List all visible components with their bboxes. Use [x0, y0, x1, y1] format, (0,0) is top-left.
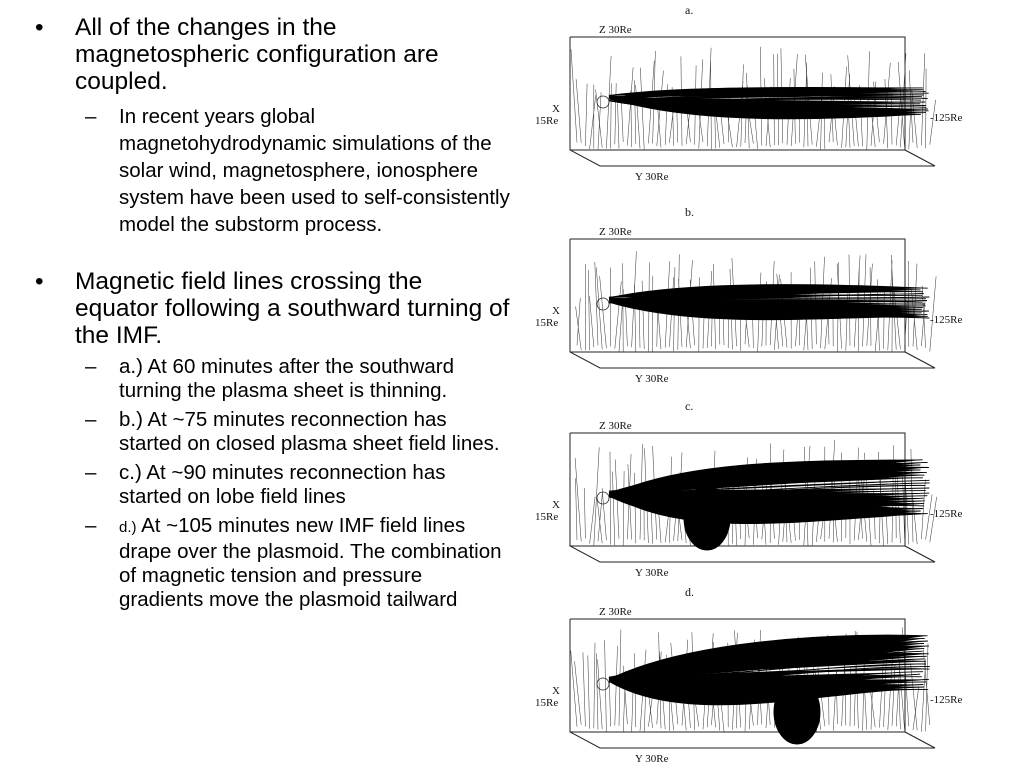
- tail-extent-label: -125Re: [930, 694, 963, 706]
- panel-label: d.: [685, 585, 694, 599]
- z-axis-label: Z 30Re: [599, 606, 632, 618]
- x-axis-label: X: [552, 685, 560, 697]
- z-axis-label: Z 30Re: [599, 24, 632, 36]
- x-axis-label: X: [552, 103, 560, 115]
- bullet-text: Magnetic field lines crossing the equato…: [75, 268, 510, 349]
- dash-mark: –: [85, 408, 97, 431]
- sub-bullet-c: – c.) At ~90 minutes reconnection has st…: [30, 461, 510, 509]
- x-extent-label: 15Re: [535, 511, 558, 523]
- sub-bullet-d: – d.) At ~105 minutes new IMF field line…: [30, 514, 510, 612]
- panel-label: b.: [685, 205, 694, 219]
- x-axis-label: X: [552, 305, 560, 317]
- sub-bullet-prefix: d.): [119, 519, 137, 536]
- sub-bullet-text: In recent years global magnetohydrodynam…: [119, 105, 510, 236]
- tail-extent-label: -125Re: [930, 314, 963, 326]
- y-axis-label: Y 30Re: [635, 171, 669, 183]
- x-extent-label: 15Re: [535, 697, 558, 709]
- z-axis-label: Z 30Re: [599, 226, 632, 238]
- tail-extent-label: -125Re: [930, 112, 963, 124]
- tail-extent-label: -125Re: [930, 508, 963, 520]
- sub-bullet-text: b.) At ~75 minutes reconnection has star…: [119, 408, 500, 455]
- dash-mark: –: [85, 105, 97, 128]
- bullet-field-lines: • Magnetic field lines crossing the equa…: [30, 268, 510, 349]
- x-extent-label: 15Re: [535, 115, 558, 127]
- sub-bullet-mhd: – In recent years global magnetohydrodyn…: [30, 103, 510, 238]
- panel-label: a.: [685, 3, 693, 17]
- bullet-list: • All of the changes in the magnetospher…: [30, 10, 510, 612]
- sub-bullet-text: c.) At ~90 minutes reconnection has star…: [119, 461, 446, 508]
- x-extent-label: 15Re: [535, 317, 558, 329]
- panel-label: c.: [685, 399, 693, 413]
- y-axis-label: Y 30Re: [635, 373, 669, 385]
- sub-bullet-a: – a.) At 60 minutes after the southward …: [30, 355, 510, 403]
- sub-bullet-text: a.) At 60 minutes after the southward tu…: [119, 355, 455, 402]
- y-axis-label: Y 30Re: [635, 567, 669, 579]
- dash-mark: –: [85, 514, 97, 537]
- sub-bullet-text: At ~105 minutes new IMF field lines drap…: [119, 514, 502, 611]
- y-axis-label: Y 30Re: [635, 753, 669, 765]
- bullet-text: All of the changes in the magnetospheric…: [75, 14, 439, 95]
- z-axis-label: Z 30Re: [599, 420, 632, 432]
- dash-mark: –: [85, 461, 97, 484]
- bullet-dot: •: [35, 14, 44, 41]
- sub-bullet-b: – b.) At ~75 minutes reconnection has st…: [30, 408, 510, 456]
- dash-mark: –: [85, 355, 97, 378]
- x-axis-label: X: [552, 499, 560, 511]
- bullet-dot: •: [35, 268, 44, 295]
- bullet-coupled: • All of the changes in the magnetospher…: [30, 14, 510, 95]
